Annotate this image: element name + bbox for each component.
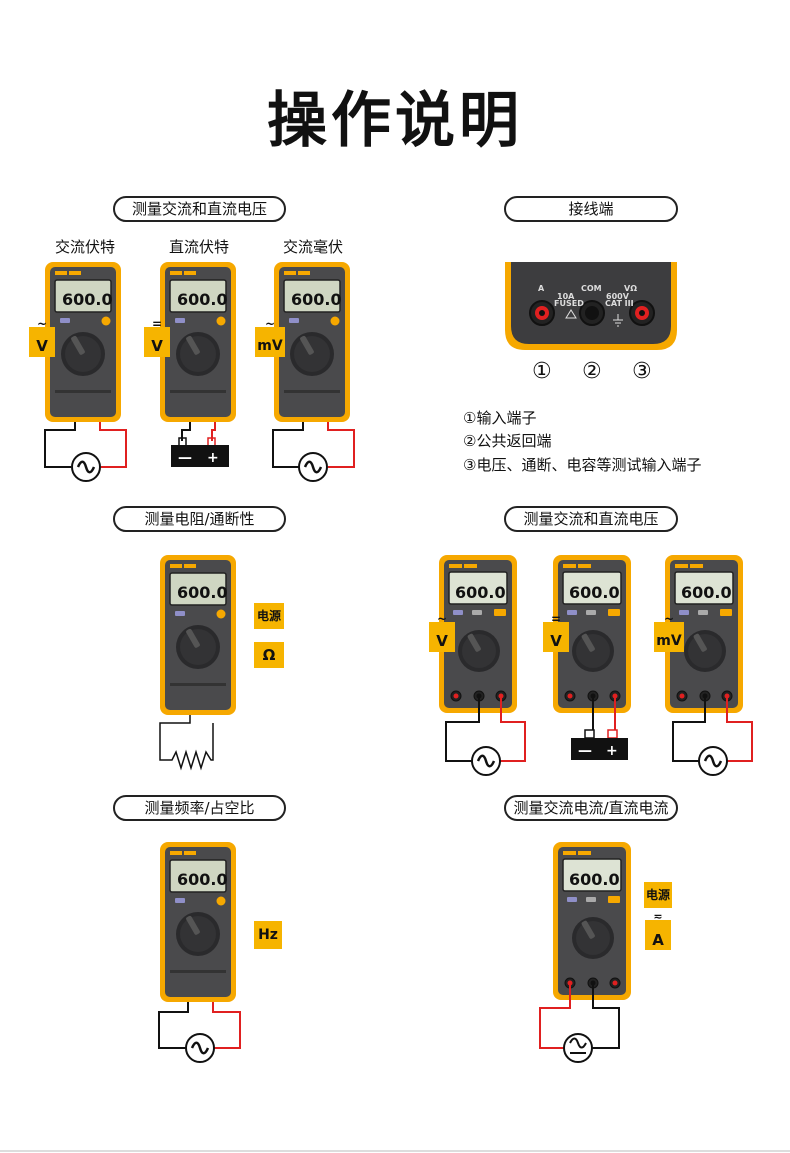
page-title: 操作说明 <box>267 86 523 156</box>
section-heading-terminals: 接线端 <box>504 196 678 222</box>
wiring-resistance <box>159 715 214 771</box>
terminal-note-3: ③电压、通断、电容等测试输入端子 <box>463 456 702 474</box>
terminal-note-1: ①输入端子 <box>463 409 537 427</box>
tag-ac-mv: ~mV <box>255 317 285 357</box>
terminal-number-2: ② <box>582 359 602 384</box>
terminal-a-rating: 10A <box>557 292 575 301</box>
tag2-ac-v: ~V <box>429 612 455 652</box>
tag-ac-dc-a: ≂A <box>645 910 671 950</box>
wiring-frequency <box>158 1002 241 1064</box>
meter-reading: 600.0 <box>177 583 228 602</box>
battery-minus: — <box>178 450 192 466</box>
tag-hz: Hz <box>254 921 282 949</box>
meter-reading: 600.0 <box>177 290 228 309</box>
terminal-v-rating: 600V <box>606 292 630 301</box>
meter-reading: 600.0 <box>177 870 228 889</box>
wiring2-ac-millivolts <box>672 696 753 777</box>
terminal-number-1: ① <box>532 359 552 384</box>
bottom-divider <box>0 1150 790 1152</box>
terminal-panel <box>505 262 677 350</box>
meter-ac-volts <box>44 261 122 423</box>
tag-ac-v: ~V <box>29 317 55 357</box>
meter-ac-millivolts <box>273 261 351 423</box>
terminal-v-label: VΩ <box>624 284 637 293</box>
tag-dc-v: =V <box>144 317 170 357</box>
terminal-com-label: COM <box>581 284 602 293</box>
meter-reading: 600.0 <box>455 583 506 602</box>
wiring-ac-millivolts <box>272 422 355 483</box>
meter-reading: 600.0 <box>569 583 620 602</box>
meter-reading: 600.0 <box>291 290 342 309</box>
terminal-v-cat: CAT III <box>605 299 634 308</box>
meter-reading: 600.0 <box>569 870 620 889</box>
battery-plus: + <box>207 450 219 466</box>
meter-reading: 600.0 <box>62 290 113 309</box>
tag2-ac-mv: ~mV <box>654 612 684 652</box>
wiring-ac-volts <box>44 422 127 483</box>
terminal-a-fused: FUSED <box>554 299 584 308</box>
meter-dc-volts <box>159 261 237 423</box>
tag-ohm: Ω <box>254 642 284 668</box>
meter-frequency <box>159 841 237 1003</box>
meter-current <box>552 841 632 1001</box>
terminal-a-label: A <box>538 284 545 293</box>
meter-reading: 600.0 <box>681 583 732 602</box>
section-heading-current: 测量交流电流/直流电流 <box>504 795 678 821</box>
label-ac-millivolts: 交流毫伏 <box>283 238 344 256</box>
section-heading-frequency: 测量频率/占空比 <box>113 795 286 821</box>
tag-current-power: 电源 <box>644 882 672 908</box>
terminal-note-2: ②公共返回端 <box>463 432 552 450</box>
section-heading-ac-dc-voltage-2: 测量交流和直流电压 <box>504 506 678 532</box>
terminal-number-3: ③ <box>632 359 652 384</box>
wiring-dc-volts <box>171 422 229 467</box>
tag2-dc-v: =V <box>543 612 569 652</box>
meter-resistance <box>159 554 237 716</box>
label-dc-volts: 直流伏特 <box>169 238 230 256</box>
label-ac-volts: 交流伏特 <box>55 238 116 256</box>
section-heading-ac-dc-voltage-1: 测量交流和直流电压 <box>113 196 286 222</box>
battery-minus: — <box>578 743 592 759</box>
tag-power: 电源 <box>254 603 284 629</box>
section-heading-resistance: 测量电阻/通断性 <box>113 506 286 532</box>
battery-plus: + <box>606 743 618 759</box>
wiring2-ac-volts <box>445 696 526 777</box>
wiring2-dc-volts <box>571 696 628 760</box>
wiring-current <box>539 983 620 1063</box>
